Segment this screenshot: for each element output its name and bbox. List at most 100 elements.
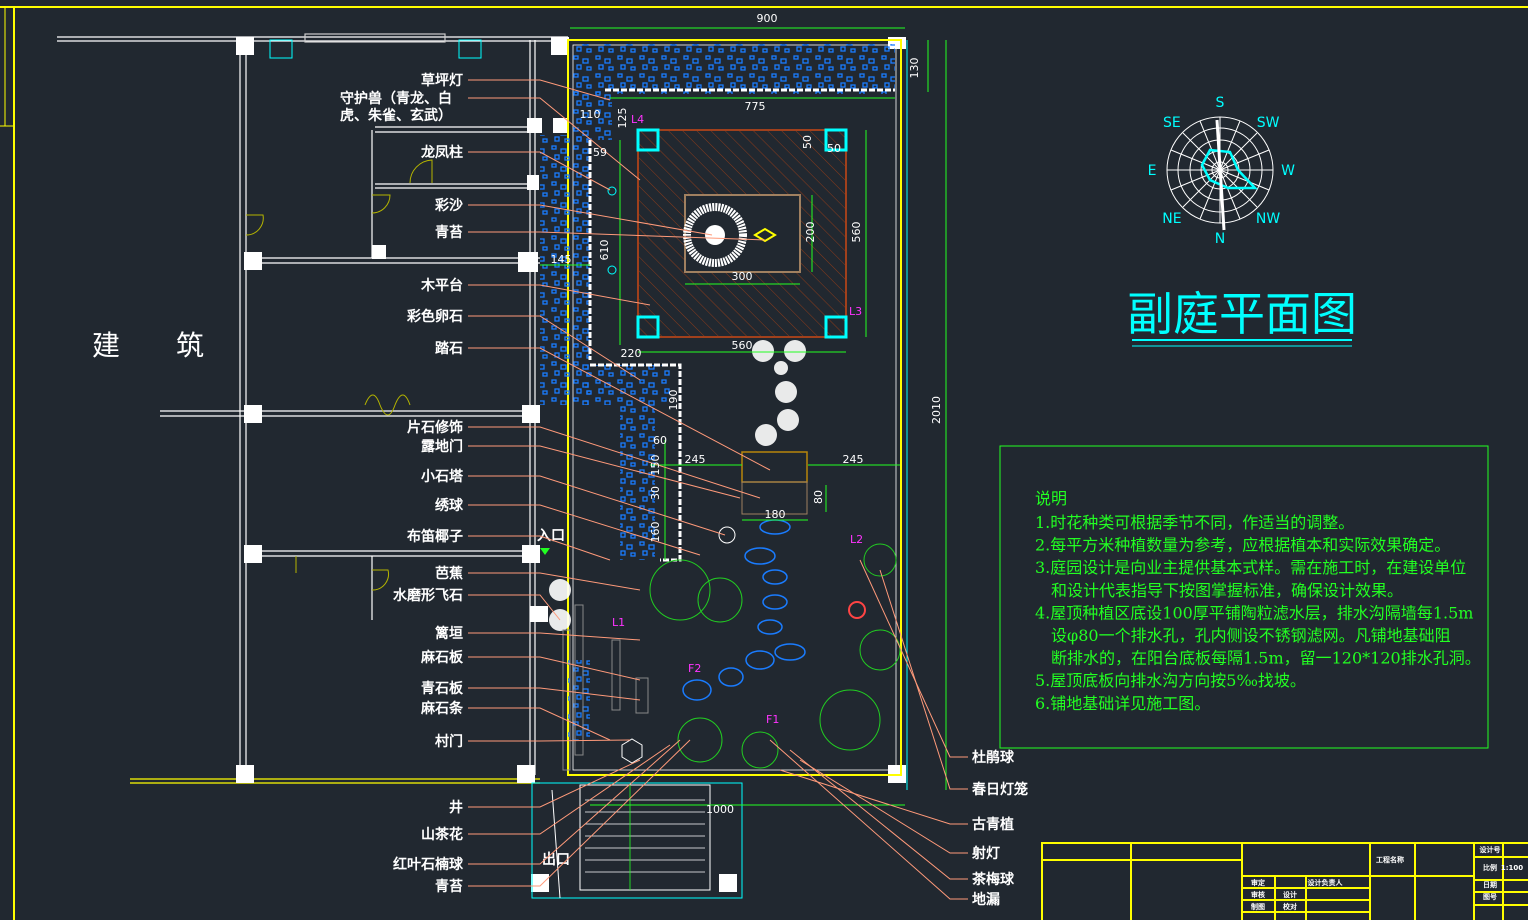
exit-label: 出口 xyxy=(542,851,570,868)
leader-line xyxy=(468,445,741,499)
note-item: 2.每平方米种植数量为参考，应根据植本和实际效果确定。 xyxy=(1035,536,1450,555)
leader-line xyxy=(468,687,641,701)
callout-label: 青苔 xyxy=(435,878,463,895)
dimension-value: 59 xyxy=(593,146,607,159)
callout-label: 麻石条 xyxy=(420,700,464,717)
callout-label: 青石板 xyxy=(421,680,464,697)
entrance-label: 入口 xyxy=(537,528,565,544)
left-callouts: 草坪灯守护兽（青龙、白虎、朱雀、玄武）龙凤柱彩沙青苔木平台彩色卵石踏石片石修饰露… xyxy=(340,72,464,895)
callout-label: 青苔 xyxy=(435,224,463,241)
light-tag: F2 xyxy=(688,662,701,675)
leader-line xyxy=(468,284,651,306)
compass-direction: S xyxy=(1216,95,1225,111)
dimension-value: 130 xyxy=(908,58,921,79)
callout-label: 射灯 xyxy=(971,845,1000,862)
title-block-cell: 工程名称 xyxy=(1376,855,1404,864)
leader-line xyxy=(468,632,641,641)
leader-line xyxy=(468,656,641,681)
title-block-cell: 图号 xyxy=(1483,892,1497,901)
callout-label: 篱垣 xyxy=(435,625,463,642)
title-block-cell: 设计号 xyxy=(1480,845,1501,854)
callout-label: 麻石板 xyxy=(420,649,464,666)
leader-line xyxy=(468,739,691,887)
note-item: 3.庭园设计是向业主提供基本式样。需在施工时，在建设单位 xyxy=(1035,558,1466,577)
callout-label: 守护兽（青龙、白 xyxy=(340,90,452,107)
leader-line xyxy=(468,347,771,471)
leader-line xyxy=(468,151,611,191)
dimension-value: 560 xyxy=(850,222,863,243)
light-tag: L3 xyxy=(849,305,862,318)
dimension-lines xyxy=(540,27,947,806)
dimension-value: 150 xyxy=(649,455,662,476)
dimension-value: 245 xyxy=(685,453,706,466)
callout-label: 茶梅球 xyxy=(971,871,1015,888)
dimension-value: 190 xyxy=(667,390,680,411)
note-item: 5.屋顶底板向排水沟方向按5‰找坡。 xyxy=(1035,671,1306,690)
dimension-value: 30 xyxy=(649,486,662,500)
light-tag: F1 xyxy=(766,713,779,726)
callout-label: 井 xyxy=(449,799,463,816)
dimension-value: 145 xyxy=(551,253,572,266)
wind-rose-compass xyxy=(1166,116,1274,231)
dimension-value: 60 xyxy=(653,434,667,447)
leader-line xyxy=(859,559,968,758)
leader-line xyxy=(879,569,968,790)
callout-label: 绣球 xyxy=(435,497,464,514)
building-label: 建 筑 xyxy=(92,329,204,362)
dimension-value: 50 xyxy=(827,142,841,155)
dimension-value: 1000 xyxy=(706,803,734,816)
doors xyxy=(245,159,433,591)
leader-line xyxy=(468,475,726,536)
callout-label: 片石修饰 xyxy=(407,419,463,436)
dimension-value: 245 xyxy=(843,453,864,466)
dimension-value: 180 xyxy=(765,508,786,521)
leader-line xyxy=(779,769,968,825)
callout-label: 露地门 xyxy=(421,438,463,455)
note-item: 和设计代表指导下按图掌握标准，确保设计效果。 xyxy=(1035,581,1403,600)
note-item: 断排水的，在阳台底板每隔1.5m，留一120*120排水孔洞。 xyxy=(1035,649,1481,668)
title-block-cell: 设计 xyxy=(1283,890,1297,899)
callout-label: 小石塔 xyxy=(421,468,464,485)
compass-direction: SW xyxy=(1257,115,1280,131)
leader-line xyxy=(468,594,561,621)
note-item: 设φ80一个排水孔，孔内侧设不锈钢滤网。凡铺地基础阻 xyxy=(1035,626,1451,645)
leader-line xyxy=(468,535,611,561)
light-tag: L4 xyxy=(631,113,644,126)
dimension-value: 775 xyxy=(745,100,766,113)
notes-box xyxy=(999,445,1489,749)
callout-label: 虎、朱雀、玄武） xyxy=(340,107,452,124)
title-block-cell: 1:100 xyxy=(1501,864,1523,872)
leader-line xyxy=(468,97,641,181)
callout-label: 彩色卵石 xyxy=(406,308,463,325)
leader-line xyxy=(769,739,968,900)
callout-label: 踏石 xyxy=(435,340,463,357)
leader-line xyxy=(468,79,611,101)
compass-direction: NW xyxy=(1256,211,1280,227)
leader-lines xyxy=(468,79,968,900)
dimension-value: 200 xyxy=(804,222,817,243)
title-block-cell: 制图 xyxy=(1251,902,1265,911)
dimension-value: 300 xyxy=(732,270,753,283)
light-tag: L2 xyxy=(850,533,863,546)
dimension-value: 110 xyxy=(580,108,601,121)
leader-line xyxy=(468,739,681,865)
callout-label: 春日灯笼 xyxy=(971,781,1028,798)
leader-line xyxy=(468,739,631,742)
title-block-cell: 设计负责人 xyxy=(1308,878,1344,887)
note-item: 4.屋顶种植区底设100厚平铺陶粒滤水层，排水沟隔墙每1.5m xyxy=(1035,603,1473,622)
compass-direction: NE xyxy=(1162,211,1181,227)
dimension-value: 125 xyxy=(616,108,629,129)
dimension-value: 900 xyxy=(757,12,778,25)
callout-label: 龙凤柱 xyxy=(420,144,463,161)
title-block-cell: 比例 xyxy=(1483,863,1497,872)
compass-direction: W xyxy=(1281,163,1295,179)
callout-label: 彩沙 xyxy=(434,197,463,214)
dimension-value: 2010 xyxy=(930,396,943,424)
exit-stair xyxy=(585,785,705,890)
dimension-value: 160 xyxy=(649,522,662,543)
callout-label: 杜鹃球 xyxy=(972,749,1015,766)
dimension-value: 610 xyxy=(598,240,611,261)
